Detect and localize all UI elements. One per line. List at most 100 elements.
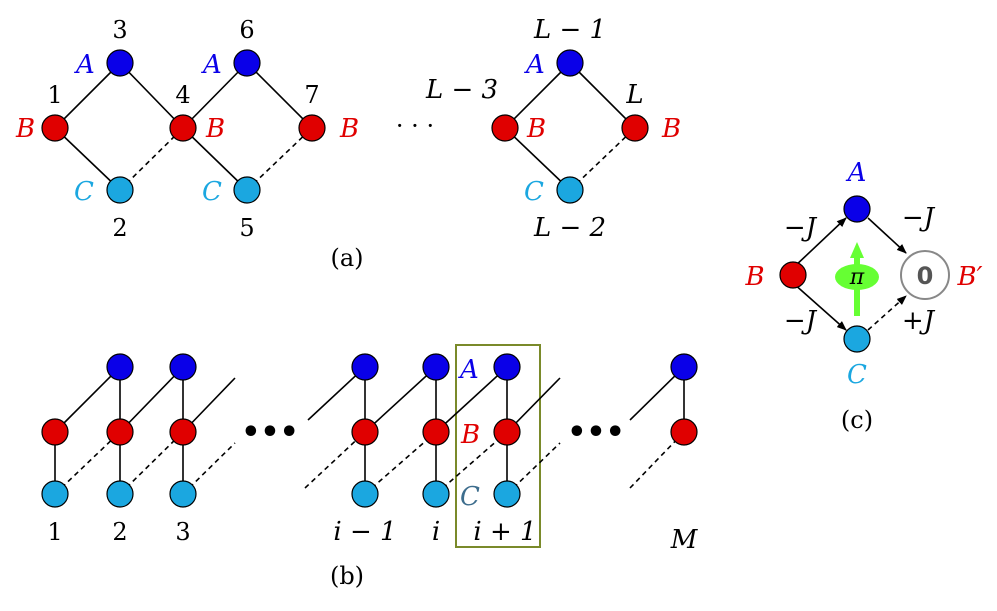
site-number-5: 5 <box>239 214 254 242</box>
node-c <box>843 325 871 353</box>
node-b <box>298 114 326 142</box>
node-a <box>493 353 521 381</box>
edge <box>54 62 121 129</box>
edge <box>182 127 248 191</box>
node-c <box>556 176 584 204</box>
node-a <box>843 195 871 223</box>
sublattice-label-a: A <box>846 158 867 188</box>
node-c <box>351 480 379 508</box>
node-b <box>422 418 450 446</box>
column-label-i-plus-1: i + 1 <box>473 517 536 547</box>
site-number-4: 4 <box>175 81 190 109</box>
node-b <box>670 418 698 446</box>
node-a <box>169 353 197 381</box>
edge <box>54 366 121 433</box>
zero-energy-label: 0 <box>917 262 934 290</box>
dashed-edge <box>364 431 437 495</box>
sublattice-label-b: B <box>460 420 480 450</box>
sublattice-label-b: B <box>661 114 681 144</box>
node-b <box>169 418 197 446</box>
column-label-2: 2 <box>112 518 127 546</box>
sublattice-label-b-prime: B′ <box>956 262 982 292</box>
edge <box>435 366 508 433</box>
sublattice-label-b: B <box>744 262 764 292</box>
hopping-label: −J <box>784 306 818 336</box>
node-b <box>41 114 69 142</box>
column-label-3: 3 <box>175 518 190 546</box>
node-c <box>233 176 261 204</box>
sublattice-label-a: A <box>458 355 479 385</box>
panel-a-caption: (a) <box>330 244 363 272</box>
site-number-6: 6 <box>239 16 254 44</box>
sublattice-label-c: C <box>524 177 544 207</box>
node-b <box>491 114 519 142</box>
column-label-1: 1 <box>47 518 62 546</box>
site-number-3: 3 <box>112 16 127 44</box>
node-b-prime-zero <box>900 250 950 300</box>
sublattice-label-c: C <box>460 482 480 512</box>
edge <box>364 366 437 433</box>
dashed-edge <box>569 127 636 191</box>
node-c <box>169 480 197 508</box>
dashed-edge <box>304 431 366 489</box>
ellipsis: ••• <box>567 415 625 450</box>
site-label-l: L <box>625 80 643 110</box>
flux-pi-label: π <box>849 265 865 290</box>
node-a <box>233 49 261 77</box>
ellipsis: ••• <box>241 415 299 450</box>
node-c <box>41 480 69 508</box>
sublattice-label-c: C <box>74 177 94 207</box>
edge <box>569 62 636 129</box>
site-label-l-minus-2: L − 2 <box>533 213 606 243</box>
node-b <box>493 418 521 446</box>
node-c <box>422 480 450 508</box>
column-label-i: i <box>432 517 440 547</box>
node-c <box>106 176 134 204</box>
edge <box>504 127 571 191</box>
sublattice-label-b: B <box>15 114 35 144</box>
site-number-7: 7 <box>304 81 319 109</box>
edge <box>119 366 184 433</box>
dashed-edge <box>119 431 184 495</box>
unit-cell-box <box>455 344 541 548</box>
panel-b-caption: (b) <box>330 562 364 590</box>
hopping-label: −J <box>784 213 818 243</box>
site-label-l-minus-3: L − 3 <box>425 75 498 105</box>
node-b <box>779 261 807 289</box>
edge <box>504 62 571 129</box>
node-a <box>670 353 698 381</box>
sublattice-label-a: A <box>74 50 95 80</box>
dashed-hopping-arrow <box>867 295 907 331</box>
dashed-edge <box>435 431 508 495</box>
node-a <box>106 49 134 77</box>
hopping-label: +J <box>902 306 936 336</box>
site-label-l-minus-1: L − 1 <box>533 15 606 45</box>
sublattice-label-c: C <box>202 177 222 207</box>
hopping-arrow <box>867 217 907 254</box>
node-a <box>351 353 379 381</box>
column-label-i-minus-1: i − 1 <box>333 517 396 547</box>
panel-c-caption: (c) <box>841 406 873 434</box>
hopping-arrow <box>792 282 847 331</box>
edge <box>119 62 184 129</box>
sublattice-label-b: B <box>339 114 359 144</box>
node-b <box>169 114 197 142</box>
panel-b: ••• ••• A B C 1 2 3 i − 1 i i + 1 M (b) <box>41 344 699 590</box>
node-b <box>41 418 69 446</box>
hopping-label: −J <box>902 203 936 233</box>
sublattice-label-a: A <box>524 50 545 80</box>
node-a <box>556 49 584 77</box>
ellipsis: · · · <box>396 112 434 140</box>
edge <box>182 62 248 129</box>
site-number-1: 1 <box>47 81 62 109</box>
site-number-2: 2 <box>112 214 127 242</box>
node-b <box>621 114 649 142</box>
node-c <box>106 480 134 508</box>
column-label-m: M <box>670 525 699 555</box>
edge <box>54 127 121 191</box>
panel-c: π 0 A B C B′ −J −J −J +J (c) <box>744 158 982 434</box>
node-a <box>106 353 134 381</box>
node-b <box>351 418 379 446</box>
dashed-edge <box>246 127 313 191</box>
sublattice-label-c: C <box>847 360 867 390</box>
